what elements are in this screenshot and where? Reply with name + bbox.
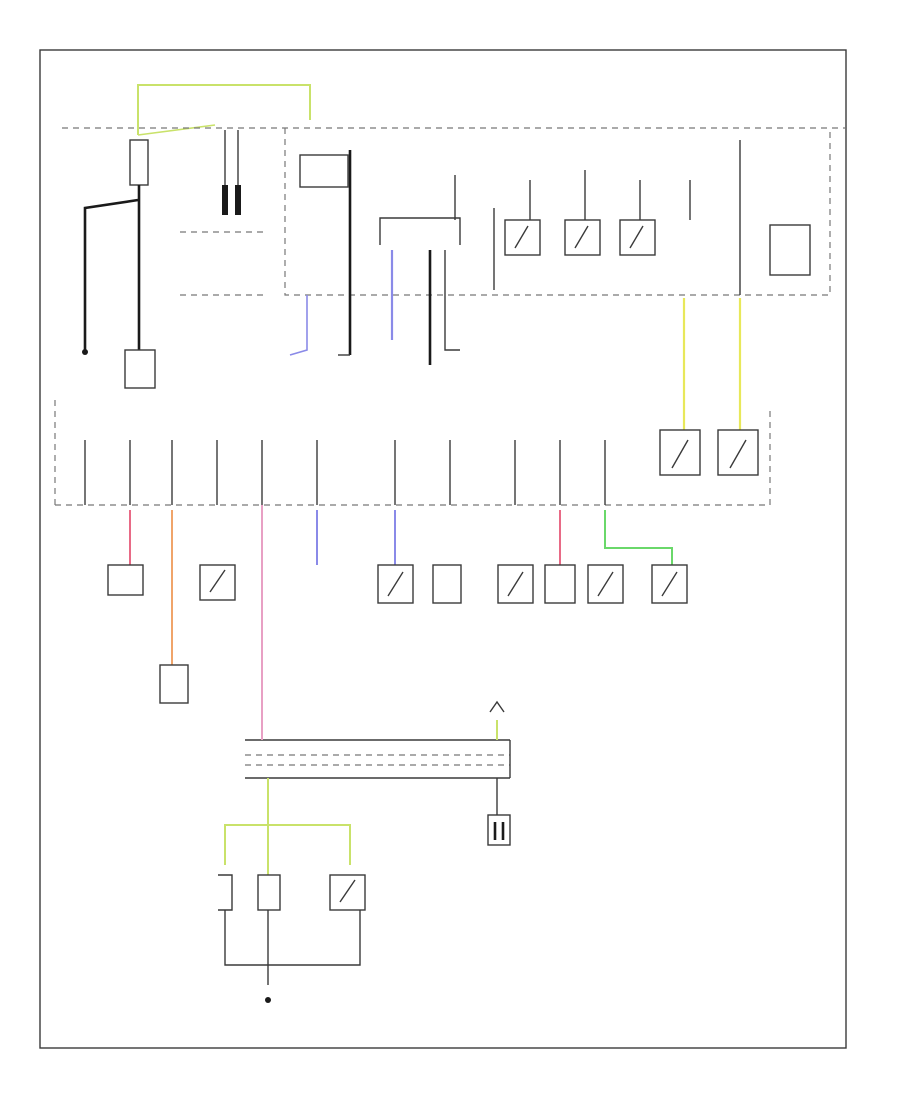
ecm-box (769, 224, 811, 276)
relay-fan-switch (629, 225, 644, 249)
lower-module-center (257, 874, 281, 911)
heated-mirror-relay (107, 564, 144, 596)
relay-ac-switch (514, 225, 529, 249)
relay-fan (619, 219, 656, 256)
fusible-link-1 (222, 185, 228, 215)
ground-point (82, 349, 88, 355)
trailer-module (159, 664, 189, 704)
fusible-link-2 (235, 185, 241, 215)
lower-switch-right-contact (339, 879, 356, 903)
transmission-box (124, 349, 156, 389)
relay-right-1-switch (671, 439, 689, 469)
ground-wire (83, 198, 139, 350)
relay-right-2-switch (729, 439, 747, 469)
trailer-module-2 (432, 564, 462, 604)
trailer-relay-2 (497, 564, 534, 604)
middle-fuse-block-border (55, 410, 771, 506)
battery-branch-wire (137, 124, 216, 136)
wire-green (604, 510, 673, 565)
ground-return (224, 910, 361, 966)
wire-lower-branch (224, 824, 351, 865)
relay-right-1 (659, 429, 701, 476)
overdrive-relay-2 (651, 564, 688, 604)
diagram-frame (39, 49, 847, 1049)
battery-connector (129, 139, 149, 186)
trailer-relay-1-switch (387, 571, 404, 597)
relay-right-2 (717, 429, 759, 476)
relay-ac (504, 219, 541, 256)
trailer-module-3 (544, 564, 576, 604)
trailer-relay-2-switch (507, 571, 524, 597)
stop-switch (199, 564, 236, 601)
relay-horn-switch (574, 225, 589, 249)
junction-output-module (487, 814, 511, 846)
relay-horn (564, 219, 601, 256)
ign-switch-bracket (379, 217, 461, 245)
main-relay (299, 154, 349, 188)
battery-feed-wire (137, 84, 311, 135)
junction-feed-connector (489, 700, 505, 713)
ground-point-lower (265, 997, 271, 1003)
ign-aux-wire (444, 250, 460, 351)
overdrive-relay-2-switch (661, 571, 678, 597)
fuse-box-border (284, 128, 831, 296)
stop-switch-contact (209, 569, 226, 593)
lower-switch-right (329, 874, 366, 911)
overdrive-relay-1-switch (597, 571, 614, 597)
sense-wire-blue (289, 295, 308, 356)
